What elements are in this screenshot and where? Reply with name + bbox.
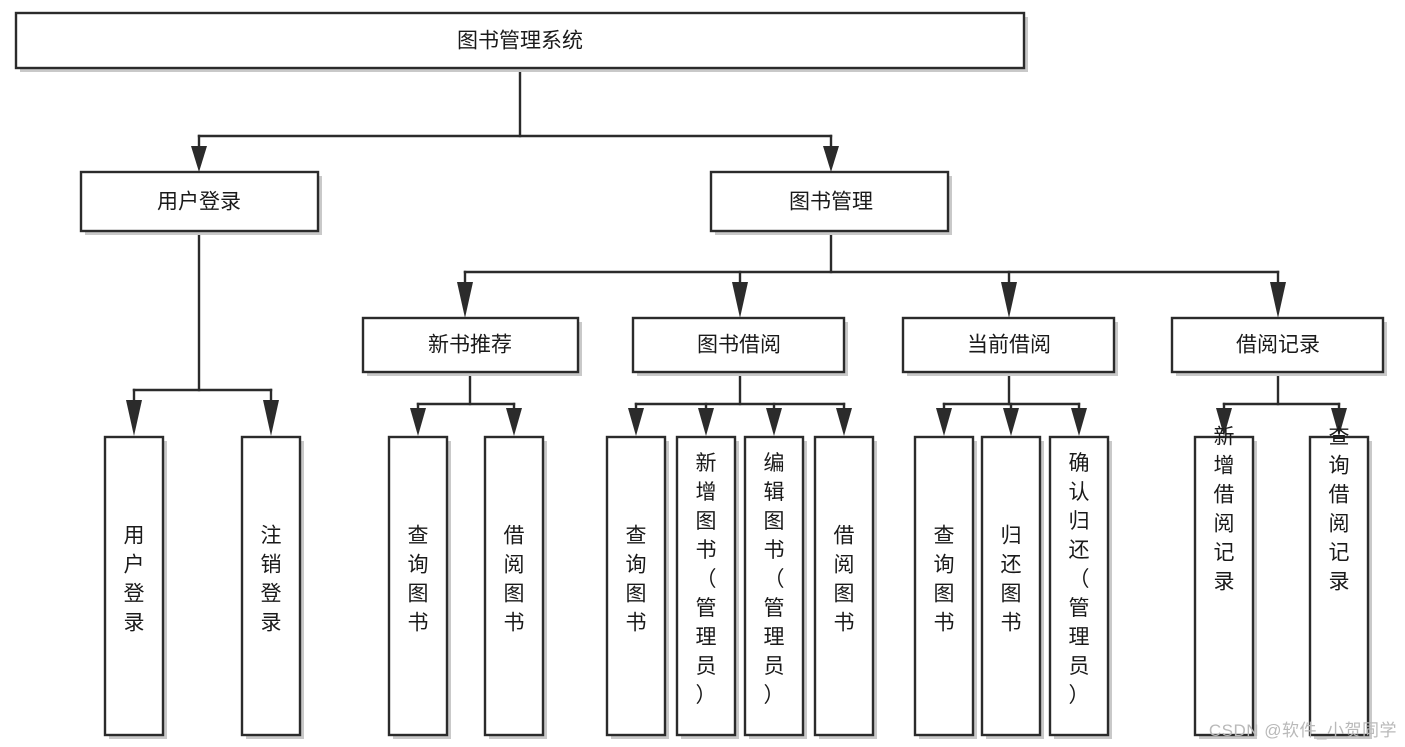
node-borrow-record-label: 借阅记录	[1236, 334, 1320, 357]
leaf-book-borrow-1-label: 查询图书	[626, 525, 647, 635]
node-current-borrow-box	[901, 316, 1116, 374]
node-book-manage[interactable]: 图书管理	[709, 170, 952, 235]
leaf-current-borrow-2-box	[980, 435, 1042, 737]
arrow-icon-to-book-manage	[823, 146, 839, 172]
node-book-manage-label: 图书管理	[789, 191, 873, 214]
leaf-user-login-2-box	[240, 435, 302, 737]
node-new-book-recommend-box	[361, 316, 580, 374]
arrow-icon-to-user-login	[191, 146, 207, 172]
leaf-book-borrow-2-label: 新增图书（管理员）	[696, 452, 717, 707]
leaf-user-login-1-label: 用户登录	[124, 525, 145, 635]
leaf-borrow-record-1-label: 新增借阅记录	[1214, 426, 1235, 594]
arrow-icon-currentborrow-leaf-3	[1071, 408, 1087, 436]
leaf-book-borrow-3-label: 编辑图书（管理员）	[764, 452, 785, 707]
leaf-current-borrow-2[interactable]: 归还图书	[980, 435, 1044, 739]
leaf-book-borrow-4-box	[813, 435, 875, 737]
node-root[interactable]: 图书管理系统	[14, 11, 1028, 72]
leaf-new-book-2[interactable]: 借阅图书	[483, 435, 547, 739]
arrow-icon-to-book-borrow	[732, 282, 748, 318]
arrow-icon-borrowrecord-leaf-1	[1216, 408, 1232, 436]
leaf-borrow-record-2-label: 查询借阅记录	[1329, 426, 1350, 594]
leaf-new-book-1-box	[387, 435, 449, 737]
leaf-borrow-record-2-box	[1308, 435, 1370, 737]
leaf-current-borrow-2-label: 归还图书	[1001, 525, 1022, 635]
node-root-label: 图书管理系统	[457, 30, 583, 53]
node-new-book-recommend[interactable]: 新书推荐	[361, 316, 582, 376]
arrow-icon-borrowrecord-leaf-2	[1331, 408, 1347, 436]
leaf-new-book-1[interactable]: 查询图书	[387, 435, 451, 739]
arrow-icon-userlogin-leaf-2	[263, 400, 279, 436]
node-book-borrow-label: 图书借阅	[697, 334, 781, 357]
leaf-book-borrow-3-box	[743, 435, 805, 737]
arrow-icon-currentborrow-leaf-1	[936, 408, 952, 436]
leaf-current-borrow-1-label: 查询图书	[934, 525, 955, 635]
node-current-borrow[interactable]: 当前借阅	[901, 316, 1118, 376]
leaf-user-login-1[interactable]: 用户登录	[103, 435, 167, 739]
leaf-book-borrow-3[interactable]: 编辑图书（管理员）	[743, 435, 807, 739]
arrow-icon-bookborrow-leaf-2	[698, 408, 714, 436]
leaf-book-borrow-4[interactable]: 借阅图书	[813, 435, 877, 739]
arrow-icon-to-current-borrow	[1001, 282, 1017, 318]
leaf-current-borrow-3-box	[1048, 435, 1110, 737]
watermark-text: CSDN @软件_小贺同学	[1208, 721, 1397, 740]
arrow-icon-userlogin-leaf-1	[126, 400, 142, 436]
arrow-icon-to-new-book	[457, 282, 473, 318]
node-book-borrow-box	[631, 316, 846, 374]
leaf-new-book-1-label: 查询图书	[408, 525, 429, 635]
leaf-user-login-1-box	[103, 435, 165, 737]
leaf-user-login-2-label: 注销登录	[261, 525, 282, 635]
leaf-book-borrow-2-box	[675, 435, 737, 737]
arrow-icon-to-borrow-record	[1270, 282, 1286, 318]
leaf-current-borrow-3[interactable]: 确认归还（管理员）	[1048, 435, 1112, 739]
node-new-book-recommend-label: 新书推荐	[428, 334, 512, 357]
node-root-box	[14, 11, 1026, 70]
leaf-book-borrow-2[interactable]: 新增图书（管理员）	[675, 435, 739, 739]
arrow-icon-newbook-leaf-2	[506, 408, 522, 436]
leaf-book-borrow-1-box	[605, 435, 667, 737]
node-book-manage-box	[709, 170, 950, 233]
connectors	[126, 66, 1347, 436]
node-user-login[interactable]: 用户登录	[79, 170, 322, 235]
leaf-new-book-2-label: 借阅图书	[504, 525, 525, 635]
node-borrow-record[interactable]: 借阅记录	[1170, 316, 1387, 376]
leaf-borrow-record-1-box	[1193, 435, 1255, 737]
arrow-icon-newbook-leaf-1	[410, 408, 426, 436]
leaf-new-book-2-box	[483, 435, 545, 737]
arrow-icon-bookborrow-leaf-1	[628, 408, 644, 436]
node-current-borrow-label: 当前借阅	[967, 334, 1051, 357]
leaf-user-login-2[interactable]: 注销登录	[240, 435, 304, 739]
leaf-current-borrow-1[interactable]: 查询图书	[913, 435, 977, 739]
leaf-book-borrow-4-label: 借阅图书	[834, 525, 855, 635]
leaf-book-borrow-1[interactable]: 查询图书	[605, 435, 669, 739]
leaf-current-borrow-3-label: 确认归还（管理员）	[1069, 452, 1090, 707]
arrow-icon-currentborrow-leaf-2	[1003, 408, 1019, 436]
leaf-borrow-record-1[interactable]: 新增借阅记录	[1193, 426, 1257, 740]
leaf-current-borrow-1-box	[913, 435, 975, 737]
arrow-icon-bookborrow-leaf-4	[836, 408, 852, 436]
arrow-icon-bookborrow-leaf-3	[766, 408, 782, 436]
node-user-login-box	[79, 170, 320, 233]
node-user-login-label: 用户登录	[157, 191, 241, 214]
leaf-borrow-record-2[interactable]: 查询借阅记录	[1308, 426, 1372, 740]
node-borrow-record-box	[1170, 316, 1385, 374]
node-book-borrow[interactable]: 图书借阅	[631, 316, 848, 376]
